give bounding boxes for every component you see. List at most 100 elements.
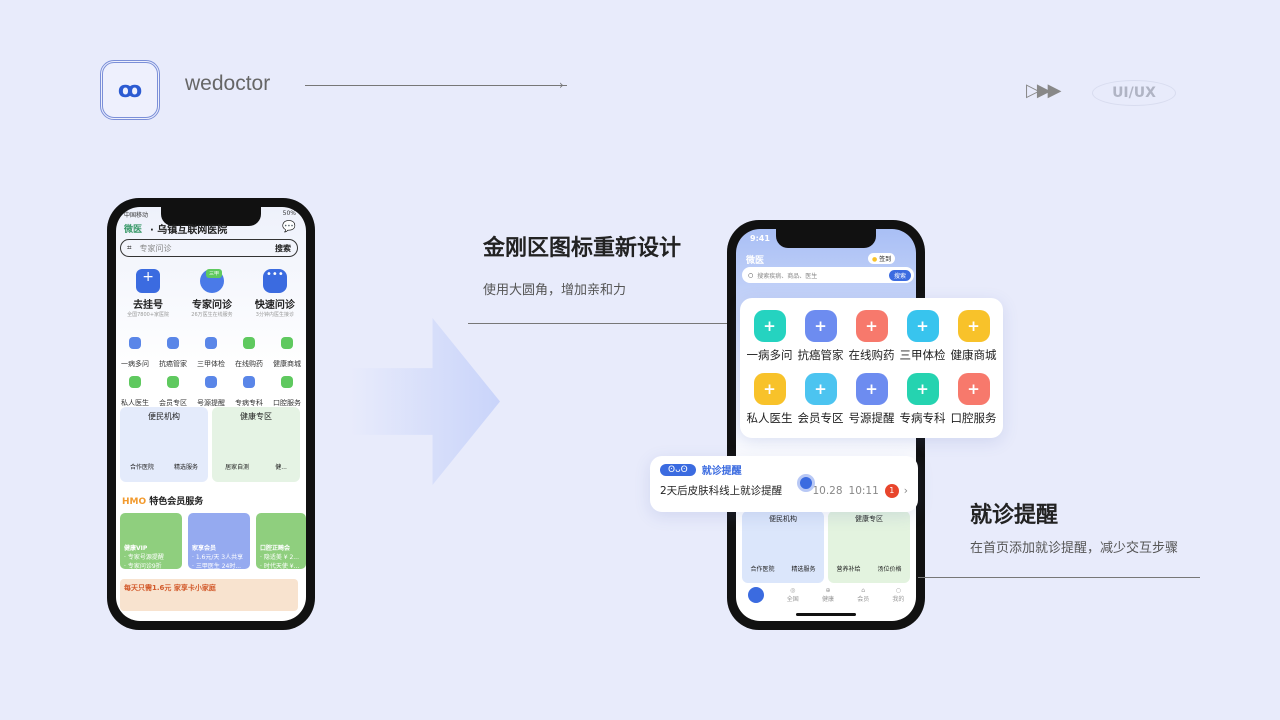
visit-reminder-card[interactable]: ʘᴗʘ 就诊提醒 2天后皮肤科线上就诊提醒 10.28 10:11 1 › xyxy=(650,456,918,512)
search-input[interactable]: 搜索疾病、商品、医生 xyxy=(757,272,818,280)
section2-title: 就诊提醒 xyxy=(970,503,1059,528)
uiux-tag: UI/UX xyxy=(1092,80,1176,106)
search-icon: ○ xyxy=(748,271,754,279)
arrow-line xyxy=(305,85,567,86)
grid-label: 抗癌管家 xyxy=(797,348,844,362)
grid-item[interactable]: 健康商城 xyxy=(268,337,306,370)
chevron-right-icon[interactable]: › xyxy=(903,484,908,497)
home-indicator xyxy=(796,613,856,616)
grid-icon: + xyxy=(753,310,786,342)
status-carrier: 中国移动 xyxy=(124,212,149,219)
brand-name: wedoctor xyxy=(185,72,271,95)
section1-subtitle: 使用大圆角，增加亲和力 xyxy=(483,283,627,298)
grid-icon: + xyxy=(753,373,786,405)
grid-icon: + xyxy=(906,373,939,405)
callout-line xyxy=(918,577,1200,578)
tab-home[interactable] xyxy=(747,587,764,603)
grid-item[interactable]: 私人医生 xyxy=(116,376,154,409)
grid-label: 号源提醒 xyxy=(848,411,895,425)
search-button[interactable]: 搜索 xyxy=(888,269,911,281)
grid-item[interactable]: 抗癌管家 xyxy=(154,337,192,370)
panel-health[interactable]: 健康专区居家自测健... xyxy=(212,407,300,482)
hospital-name: · 乌镇互联网医院 xyxy=(150,225,228,236)
search-bar[interactable]: ⌗ 专家问诊 搜索 xyxy=(120,239,298,257)
grid-label: 专病专科 xyxy=(899,411,946,425)
grid-item[interactable]: + 健康商城 xyxy=(948,310,999,363)
grid-item[interactable]: + 三甲体检 xyxy=(897,310,948,363)
triple-play-arrows-icon: ▷▶▶ xyxy=(1026,80,1061,101)
grid-icon: + xyxy=(804,310,837,342)
grid-label: 健康商城 xyxy=(950,348,997,362)
grid-item[interactable]: + 在线购药 xyxy=(846,310,897,363)
search-input[interactable]: 专家问诊 xyxy=(139,243,172,253)
reminder-count-badge: 1 xyxy=(884,483,899,498)
grid-label: 一病多问 xyxy=(746,348,793,362)
grid-item[interactable]: + 抗癌管家 xyxy=(795,310,846,363)
grid-item[interactable]: + 私人医生 xyxy=(744,373,795,426)
reminder-mascot-icon: ʘᴗʘ xyxy=(660,463,696,476)
grid-label: 三甲体检 xyxy=(899,348,946,362)
search-button[interactable]: 搜索 xyxy=(275,243,291,253)
grid-item[interactable]: 三甲体检 xyxy=(192,337,230,370)
tab-item[interactable]: ◎全国 xyxy=(786,587,799,603)
grid-label: 在线购药 xyxy=(848,348,895,362)
hmo-tag: HMO xyxy=(122,497,147,507)
grid-icon: + xyxy=(855,310,888,342)
status-time: 9:41 xyxy=(750,234,770,243)
sign-in-button[interactable]: ● 签到 xyxy=(868,253,896,264)
arrow-head-icon: › xyxy=(559,78,564,92)
grid-item[interactable]: 会员专区 xyxy=(154,376,192,409)
grid-item[interactable]: + 会员专区 xyxy=(795,373,846,426)
section2-subtitle: 在首页添加就诊提醒，减少交互步骤 xyxy=(970,541,1179,556)
promo-banner[interactable]: 每天只需1.6元 家享卡小家庭 xyxy=(120,579,298,611)
badge: 三甲 xyxy=(206,269,223,278)
grid-item[interactable]: + 口腔服务 xyxy=(948,373,999,426)
tab-item[interactable]: ⊕健康 xyxy=(821,587,834,603)
transition-arrow xyxy=(350,318,500,485)
reminder-time: 10:11 xyxy=(848,484,879,497)
grid-item[interactable]: 一病多问 xyxy=(116,337,154,370)
tab-item[interactable]: ○我的 xyxy=(892,587,905,603)
hmo-card[interactable]: 家享会员· 1.6元/天 3人共享· 三甲医生 24时... xyxy=(188,513,250,570)
grid-item[interactable]: +号源提醒 xyxy=(846,373,897,426)
grid-item[interactable]: + 一病多问 xyxy=(744,310,795,363)
hmo-card[interactable]: 健康VIP· 专家号源提醒· 专家问诊9折 xyxy=(120,513,182,570)
grid-item[interactable]: 口腔服务 xyxy=(268,376,306,409)
grid-icon: + xyxy=(804,373,837,405)
reminder-date: 10.28 xyxy=(812,484,843,497)
icon-grid-card: +一病多问+抗癌管家+在线购药+三甲体检+健康商城+私人医生+会员专区+号源提醒… xyxy=(740,298,1003,438)
tab-bar: ◎全国 ⊕健康 ⌂会员 ○我的 xyxy=(736,587,916,603)
panel-convenience[interactable]: 便民机构合作医院精选服务 xyxy=(120,407,208,482)
panel-health[interactable]: 健康专区营养补给汤位价格 xyxy=(828,511,910,583)
wedoctor-logo-icon: ꝏ xyxy=(100,60,160,120)
grid-item[interactable]: 号源提醒 xyxy=(192,376,230,409)
pointer-dot xyxy=(797,474,815,492)
brand-small: 微医 xyxy=(124,225,143,235)
reminder-title: 就诊提醒 xyxy=(701,466,742,477)
hmo-card[interactable]: 口腔正畸会· 隐适美 ¥ 2...· 时代天使 ¥... xyxy=(256,513,306,569)
grid-label: 口腔服务 xyxy=(950,411,997,425)
grid-label: 会员专区 xyxy=(797,411,844,425)
grid-item[interactable]: + 专病专科 xyxy=(897,373,948,426)
message-icon[interactable]: 💬 xyxy=(282,220,296,233)
callout-line xyxy=(468,323,740,324)
reminder-text: 2天后皮肤科线上就诊提醒 xyxy=(660,485,783,497)
old-phone: 中国移动 50% 微医 · 乌镇互联网医院 💬 ⌗ 专家问诊 搜索 +去挂号全国… xyxy=(107,198,315,630)
old-grid: 一病多问 抗癌管家 三甲体检 在线购药 健康商城 私人医生 会员专区 号源提醒 … xyxy=(116,337,306,409)
grid-label: 私人医生 xyxy=(746,411,793,425)
section1-title: 金刚区图标重新设计 xyxy=(483,236,682,261)
search-bar[interactable]: ○ 搜索疾病、商品、医生 搜索 xyxy=(742,267,914,283)
grid-icon: + xyxy=(957,310,990,342)
hmo-title: 特色会员服务 xyxy=(149,497,204,507)
grid-item[interactable]: 专病专科 xyxy=(230,376,268,409)
grid-item[interactable]: 在线购药 xyxy=(230,337,268,370)
brand-small: 微医 xyxy=(746,256,765,266)
grid-icon: + xyxy=(906,310,939,342)
grid-icon: + xyxy=(957,373,990,405)
main-entry-register[interactable]: +去挂号全国7800+家医院 xyxy=(127,269,170,318)
scan-icon[interactable]: ⌗ xyxy=(127,243,132,252)
status-battery: 50% xyxy=(282,210,296,217)
tab-item[interactable]: ⌂会员 xyxy=(857,587,870,603)
panel-convenience[interactable]: 便民机构合作医院精选服务 xyxy=(742,511,824,583)
